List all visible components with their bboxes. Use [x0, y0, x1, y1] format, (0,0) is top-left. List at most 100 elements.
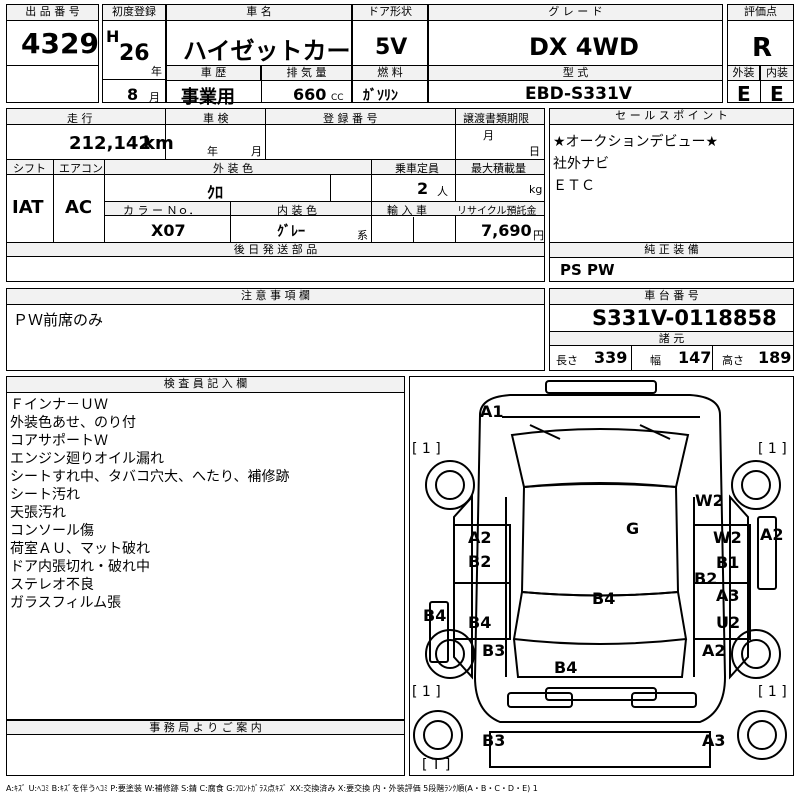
ext-color: ｸﾛ [207, 183, 224, 202]
damage-code: A1 [480, 402, 504, 421]
fuel-type: ｶﾞｿﾘﾝ [363, 88, 398, 104]
damage-code: B4 [468, 613, 492, 632]
aircon: AC [65, 197, 93, 218]
color-no: X07 [151, 221, 186, 240]
exterior-grade: E [737, 82, 751, 106]
displacement: 660 [293, 85, 327, 104]
damage-code: U2 [716, 613, 741, 632]
inspector-note: ステレオ不良 [10, 577, 94, 593]
int-color: ｸﾞﾚｰ [277, 224, 305, 240]
damage-code: A2 [760, 525, 784, 544]
door-type: 5V [375, 35, 408, 60]
inspector-note: ガラスフィルム張 [10, 595, 122, 611]
sales-points-box: セ ー ル ス ポ イ ン ト ★オークションデビュー★ 社外ナビ ＥＴＣ 純 … [549, 108, 794, 282]
reg-month: 8 [127, 85, 139, 104]
mileage: 212,142 [69, 133, 151, 154]
inspector-note: コアサポートＷ [10, 433, 108, 449]
van-outline [413, 380, 787, 768]
damage-code: B1 [716, 553, 740, 572]
inspection-year-unit: 年 [207, 145, 218, 158]
caution-text: ＰＷ前席のみ [13, 311, 104, 329]
ac-label: エアコン [59, 162, 103, 175]
damage-diagram: [ 1 ] [ 1 ] [ 1 ] [ 1 ] [ T ] A1 G W2 W2… [409, 376, 794, 776]
inspector-note: 天張汚れ [10, 505, 66, 521]
inspector-note: コンソール傷 [10, 523, 94, 539]
width: 147 [678, 348, 712, 367]
inspector-box: 検 査 員 記 入 欄 Ｆインナ－ＵＷ 外装色あせ、のり付 コアサポートＷ エン… [6, 376, 405, 720]
sales-point-3: ＥＴＣ [553, 178, 595, 194]
interior-grade: E [770, 82, 784, 106]
doors-box: ドア形状 5V 燃 料 ｶﾞｿﾘﾝ [352, 4, 428, 104]
grade-box: グ レ ー ド DX 4WD 型 式 EBD-S331V [428, 4, 723, 104]
sales-point-1: ★オークションデビュー★ [553, 134, 719, 150]
chassis-number: S331V-0118858 [592, 306, 777, 330]
int-color-unit: 系 [357, 229, 368, 242]
displacement-unit: CC [331, 93, 344, 103]
genuine-label: 純 正 装 備 [550, 243, 793, 258]
inspection-month-unit: 月 [251, 145, 262, 158]
doors-label: ドア形状 [353, 5, 427, 21]
score-label: 評価点 [728, 5, 793, 21]
lot-box: 出 品 番 号 4329 [6, 4, 99, 103]
model-code: EBD-S331V [525, 84, 632, 104]
inspector-note: 荷室ＡＵ、マット破れ [10, 541, 150, 557]
score: R [752, 33, 773, 63]
tire-rl: [ 1 ] [412, 684, 441, 700]
caution-box: 注 意 事 項 欄 ＰＷ前席のみ [6, 288, 545, 371]
later-parts-label: 後 日 発 送 部 品 [7, 243, 544, 257]
height: 189 [758, 348, 792, 367]
width-label: 幅 [650, 354, 661, 367]
inspector-note: ドア内張切れ・破れ中 [10, 559, 150, 575]
car-name-label: 車 名 [167, 5, 351, 21]
car-name-box: 車 名 ハイゼットカーゴ 車 歴 排 気 量 事業用 660 CC [166, 4, 375, 108]
inspector-notes: Ｆインナ－ＵＷ 外装色あせ、のり付 コアサポートＷ エンジン廻りオイル漏れ シー… [10, 396, 289, 612]
length: 339 [594, 348, 628, 367]
car-history: 事業用 [181, 87, 235, 108]
int-color-label: 内 装 色 [277, 204, 317, 217]
grade: DX 4WD [529, 33, 639, 61]
office-label: 事 務 局 よ り ご 案 内 [7, 721, 404, 735]
details-box: 走 行 車 検 登 録 番 号 譲渡書類期限 212,142 km 年 月 月 … [6, 108, 545, 282]
sales-points-label: セ ー ル ス ポ イ ン ト [550, 109, 793, 125]
score-box: 評価点 R 外装 内装 E E [727, 4, 794, 106]
color-no-label: カ ラ ー Ｎｏ． [123, 204, 200, 217]
transfer-month-unit: 月 [483, 129, 494, 142]
mileage-unit: km [143, 133, 174, 154]
chassis-label: 車 台 番 号 [550, 289, 793, 305]
length-label: 長さ [556, 354, 578, 367]
caution-label: 注 意 事 項 欄 [7, 289, 544, 305]
damage-code: W2 [695, 491, 724, 510]
model-label: 型 式 [429, 66, 722, 81]
shift-label: シフト [13, 162, 46, 175]
max-load-unit: kg [529, 183, 543, 196]
exterior-label: 外装 [728, 66, 760, 81]
transfer-day-unit: 日 [529, 145, 540, 158]
recycle-fee: 7,690 [481, 221, 532, 240]
tire-fl: [ 1 ] [412, 441, 441, 457]
office-box: 事 務 局 よ り ご 案 内 [6, 720, 405, 776]
lot-number: 4329 [21, 27, 99, 60]
first-reg-label: 初度登録 [103, 5, 165, 21]
genuine-equipment: PS PW [560, 261, 615, 279]
dims-label: 諸 元 [550, 332, 793, 346]
lot-label: 出 品 番 号 [7, 5, 98, 21]
tire-spare: [ T ] [422, 757, 451, 773]
inspector-label: 検 査 員 記 入 欄 [7, 377, 404, 393]
recycle-unit: 円 [533, 229, 544, 242]
chassis-box: 車 台 番 号 S331V-0118858 諸 元 長さ 339 幅 147 高… [549, 288, 794, 371]
damage-code: B4 [423, 606, 447, 625]
year-unit: 年 [151, 65, 162, 78]
damage-code: B2 [694, 569, 718, 588]
reg-year: 26 [119, 41, 150, 66]
transfer-label: 譲渡書類期限 [463, 112, 529, 125]
fuel-label: 燃 料 [353, 66, 427, 81]
sales-point-2: 社外ナビ [553, 156, 609, 172]
inspection-label: 車 検 [203, 112, 229, 125]
damage-code: A3 [716, 586, 740, 605]
shift: IAT [12, 197, 44, 218]
month-unit: 月 [149, 91, 160, 104]
capacity-unit: 人 [437, 185, 448, 198]
inspector-note: シート汚れ [10, 487, 80, 503]
damage-code: A2 [702, 641, 726, 660]
damage-code: B4 [554, 658, 578, 677]
